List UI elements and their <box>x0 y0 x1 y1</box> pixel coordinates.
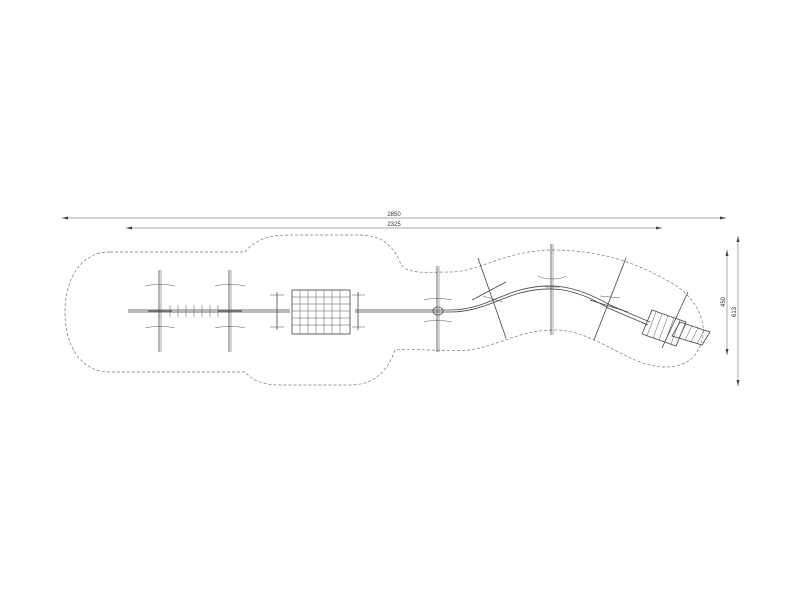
connector-left <box>270 292 284 330</box>
inner-length-label: 2325 <box>387 222 401 228</box>
overall-length-dimension: 2850 <box>62 212 726 220</box>
end-platform <box>641 291 711 349</box>
overall-length-label: 2850 <box>387 212 401 218</box>
climbing-net-panel <box>291 289 351 335</box>
post-frame-3 <box>423 266 453 352</box>
overall-height-label: 613 <box>732 306 738 317</box>
connector-right <box>352 292 365 330</box>
overall-height-dimension: 613 <box>732 236 740 386</box>
main-beam <box>128 285 651 326</box>
post-frame-2 <box>214 270 246 352</box>
cross-frame-1 <box>471 257 507 339</box>
ladder-rungs <box>169 305 219 317</box>
post-frame-1 <box>144 270 176 352</box>
inner-height-label: 450 <box>721 296 727 307</box>
safety-zone-outline <box>64 234 704 386</box>
post-frame-4 <box>537 244 567 335</box>
inner-length-dimension: 2325 <box>126 222 662 230</box>
cross-frame-2 <box>589 257 629 341</box>
inner-height-dimension: 450 <box>721 250 729 355</box>
